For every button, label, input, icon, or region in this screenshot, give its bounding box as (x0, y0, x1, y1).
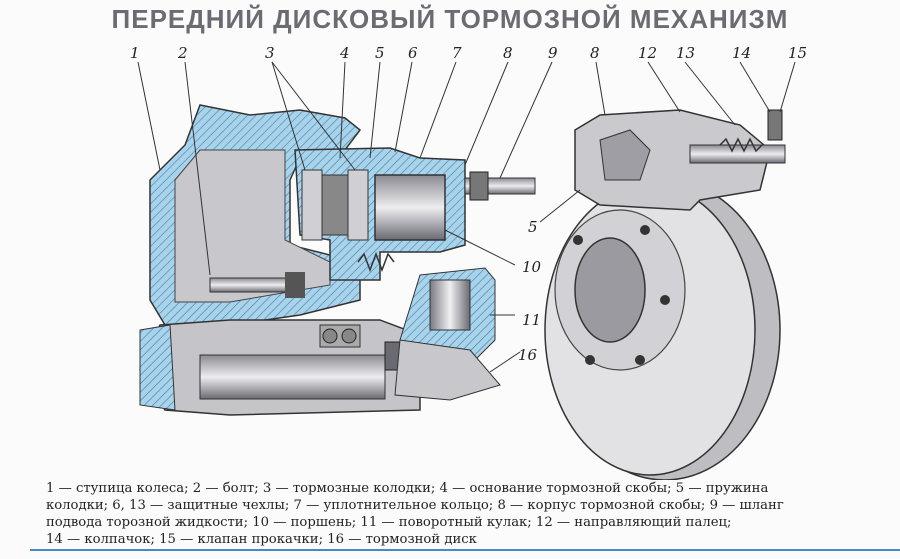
page-title: ПЕРЕДНИЙ ДИСКОВЫЙ ТОРМОЗНОЙ МЕХАНИЗМ (111, 4, 789, 34)
axle (199, 354, 386, 400)
guide-pin (689, 144, 786, 164)
callouts: 1 2 3 4 5 6 7 8 9 10 11 16 8 12 13 14 15… (130, 44, 807, 364)
callout-5b: 5 (528, 218, 538, 236)
callout-9: 9 (548, 44, 558, 62)
brake-pad-inner (301, 169, 323, 241)
callout-7: 7 (452, 44, 462, 62)
brake-pad-outer (347, 169, 369, 241)
callout-12: 12 (638, 44, 657, 62)
callout-4: 4 (339, 44, 350, 62)
callout-16: 16 (518, 346, 538, 364)
caption-line: колодки; 6, 13 — защитные чехлы; 7 — упл… (46, 498, 784, 513)
brake-disc-view (544, 109, 786, 480)
callout-14: 14 (732, 44, 751, 62)
cross-section (139, 104, 536, 416)
caption-line: подвода торозной жидкости; 10 — поршень;… (46, 515, 732, 530)
leader-lines (137, 61, 796, 373)
bottom-rule (30, 549, 900, 551)
callout-6: 6 (408, 44, 418, 62)
callout-8b: 8 (590, 44, 600, 62)
legend-caption: 1 — ступица колеса; 2 — болт; 3 — тормоз… (46, 480, 886, 548)
bleed-valve (767, 109, 783, 141)
callout-8: 8 (503, 44, 513, 62)
brake-diagram: 1 2 3 4 5 6 7 8 9 10 11 16 8 12 13 14 15… (130, 44, 807, 480)
caption-line: 14 — колпачок; 15 — клапан прокачки; 16 … (46, 532, 477, 547)
callout-5: 5 (375, 44, 385, 62)
callout-10: 10 (522, 258, 542, 276)
callout-3: 3 (265, 44, 275, 62)
callout-1: 1 (130, 44, 140, 62)
callout-13: 13 (676, 44, 695, 62)
callout-2: 2 (177, 44, 188, 62)
hub-bore (574, 237, 646, 343)
callout-11: 11 (522, 311, 541, 329)
callout-15: 15 (788, 44, 807, 62)
piston (374, 174, 446, 241)
caption-line: 1 — ступица колеса; 2 — болт; 3 — тормоз… (46, 481, 769, 496)
